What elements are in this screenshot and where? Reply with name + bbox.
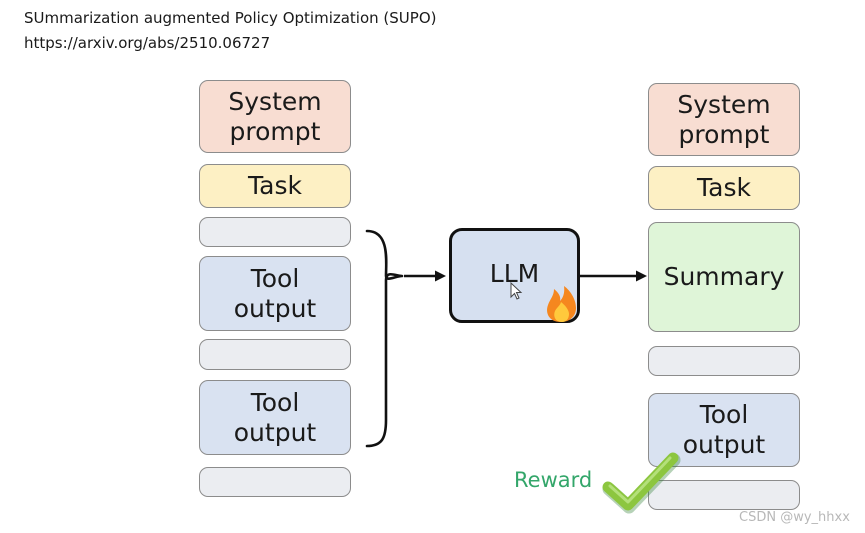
left-system-prompt-label: System prompt <box>228 86 322 146</box>
arrow-to-summary-head <box>636 270 647 282</box>
right-task-label: Task <box>697 173 751 202</box>
right-summary-block: Summary <box>648 222 800 332</box>
reward-label: Reward <box>514 468 593 492</box>
left-system-prompt-block: System prompt <box>199 80 351 153</box>
right-empty-block-2 <box>648 480 800 510</box>
left-tool-output-block-1: Tool output <box>199 256 351 331</box>
left-empty-block-1 <box>199 217 351 247</box>
header-title: SUmmarization augmented Policy Optimizat… <box>24 9 437 27</box>
left-task-block: Task <box>199 164 351 208</box>
header-url[interactable]: https://arxiv.org/abs/2510.06727 <box>24 34 271 52</box>
right-system-prompt-block: System prompt <box>648 83 800 156</box>
watermark-text: CSDN @wy_hhxx <box>739 510 850 525</box>
left-task-label: Task <box>248 171 302 200</box>
right-task-block: Task <box>648 166 800 210</box>
left-tool-output-label-1: Tool output <box>233 263 317 323</box>
checkmark-icon <box>602 452 681 514</box>
right-summary-label: Summary <box>663 262 785 291</box>
right-empty-block-1 <box>648 346 800 376</box>
right-tool-output-label: Tool output <box>682 400 766 459</box>
left-empty-block-3 <box>199 467 351 497</box>
right-system-prompt-label: System prompt <box>677 89 771 149</box>
left-tool-output-label-2: Tool output <box>233 387 317 447</box>
llm-label: LLM <box>489 259 540 288</box>
left-empty-block-2 <box>199 339 351 370</box>
fire-icon <box>547 286 576 322</box>
curly-brace <box>365 229 404 448</box>
arrow-to-llm-head <box>435 270 446 282</box>
cursor-icon <box>510 281 523 300</box>
left-tool-output-block-2: Tool output <box>199 380 351 455</box>
